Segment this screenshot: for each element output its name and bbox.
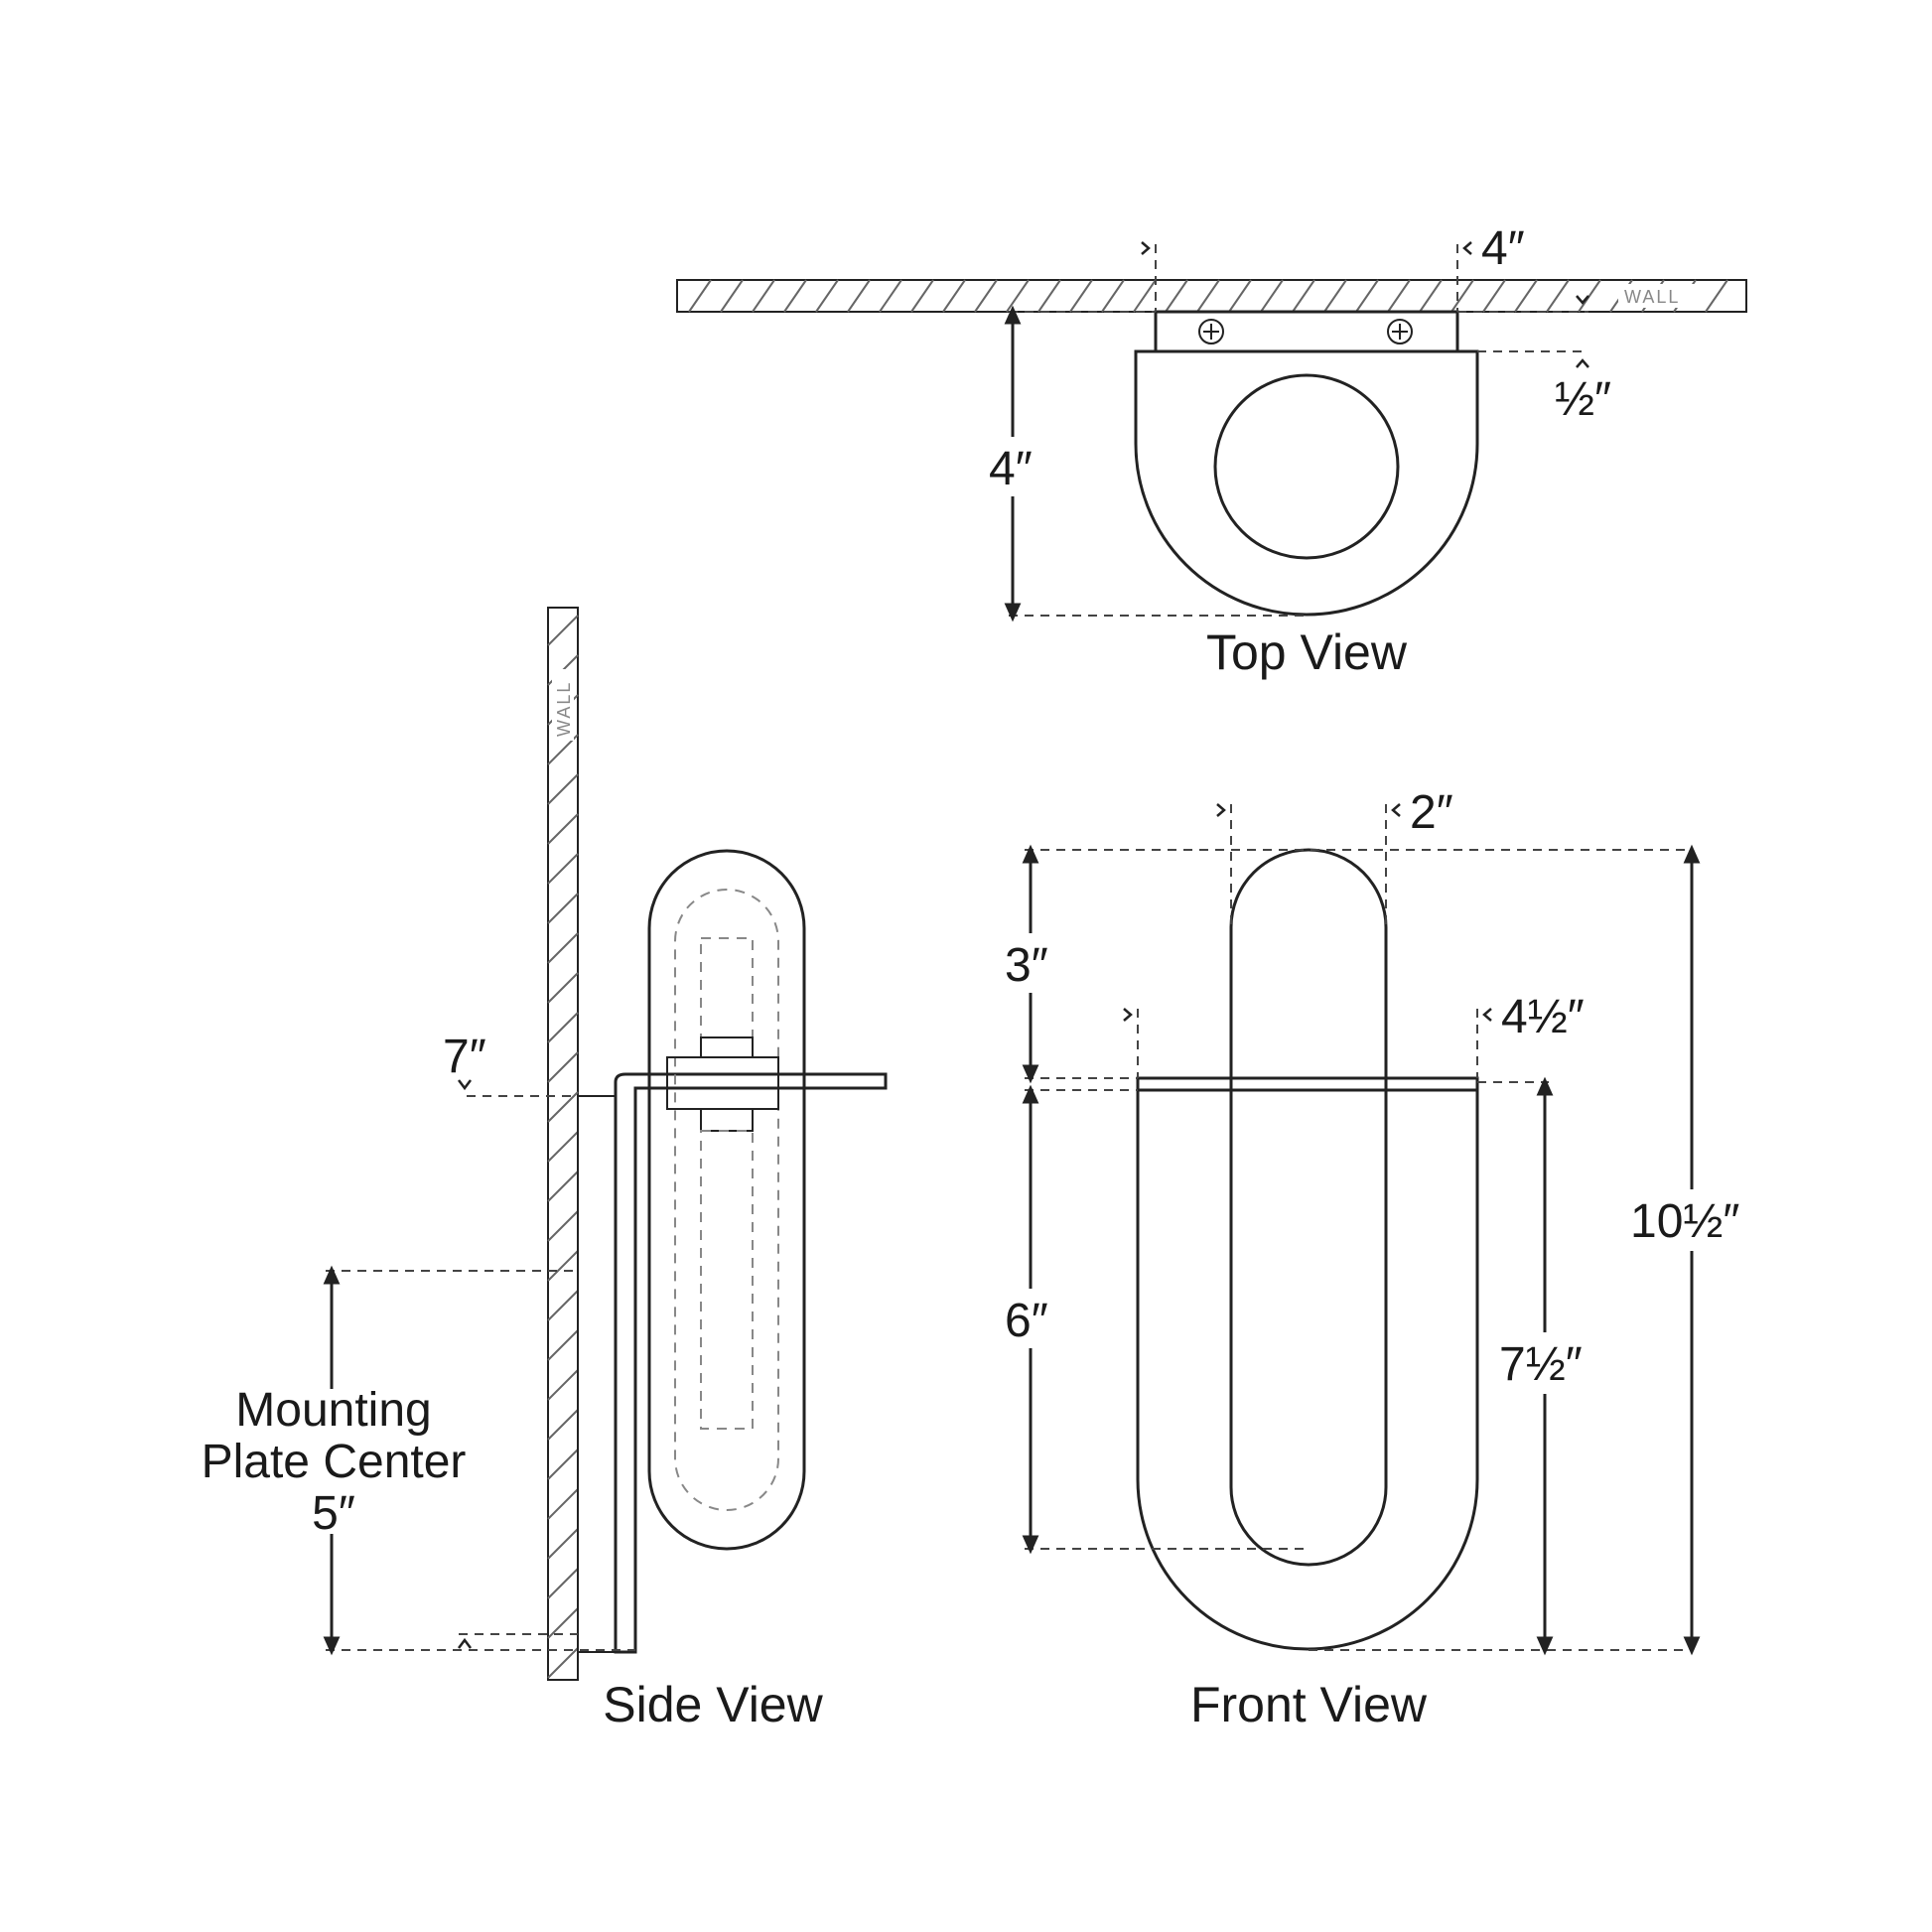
dim-front-lower-height: 7½″	[1497, 1076, 1596, 1656]
front-view-title: Front View	[1190, 1677, 1428, 1732]
dim-mounting-label-1: Mounting	[235, 1384, 431, 1437]
top-view: WALL 4″	[676, 222, 1747, 680]
side-mounting-plate	[577, 1095, 617, 1653]
front-inner-tube	[1229, 848, 1388, 1567]
dim-front-overall-height: 10½″	[1628, 844, 1753, 1656]
screw-icon	[1198, 319, 1224, 345]
screw-icon	[1387, 319, 1413, 345]
side-view-title: Side View	[603, 1677, 823, 1732]
dim-front-overall-height-label: 10½″	[1630, 1195, 1739, 1248]
dim-front-lower-height-label: 7½″	[1499, 1338, 1583, 1391]
dim-top-plate-width-label: 4″	[1481, 222, 1525, 275]
dim-top-plate-width: 4″	[1141, 222, 1525, 312]
dim-top-depth-label: 4″	[989, 443, 1033, 495]
dim-top-depth: 4″	[987, 305, 1307, 622]
top-mounting-plate	[1154, 310, 1459, 353]
front-view: 2″ 4½″ 3″ 6″	[1005, 786, 1753, 1732]
side-shade-outer	[647, 849, 806, 1551]
dim-side-arm-label: 7″	[443, 1031, 486, 1083]
dim-front-top-height: 3″	[1005, 844, 1064, 1084]
front-crossbar	[1136, 1076, 1479, 1092]
top-wall: WALL	[676, 279, 1747, 313]
side-shade-inner	[674, 889, 779, 1511]
dim-side-arm: 7″	[443, 1031, 578, 1097]
side-view: WALL 7″ Mou	[202, 607, 888, 1732]
dim-mounting-label-2: Plate Center	[202, 1436, 467, 1488]
side-arm	[614, 1072, 888, 1654]
dim-mounting-center: Mounting Plate Center 5″	[202, 1265, 635, 1656]
front-outer-u	[1136, 1090, 1479, 1651]
dim-mounting-value: 5″	[312, 1487, 355, 1540]
top-view-title: Top View	[1206, 624, 1408, 680]
dim-front-overall-width-label: 4½″	[1501, 991, 1585, 1043]
dim-front-inner-height: 6″	[1005, 1084, 1064, 1555]
dim-front-inner-height-label: 6″	[1005, 1295, 1048, 1347]
top-shade-outline	[1134, 349, 1479, 617]
dim-front-tube-width-label: 2″	[1410, 786, 1453, 839]
dim-front-top-height-label: 3″	[1005, 939, 1048, 992]
side-wall-label: WALL	[554, 681, 574, 737]
side-bulb-socket	[666, 937, 779, 1430]
top-wall-label: WALL	[1624, 287, 1680, 307]
side-wall: WALL	[547, 607, 579, 1681]
top-glass-circle	[1213, 373, 1400, 560]
dim-front-tube-width: 2″	[1216, 786, 1453, 927]
dim-top-plate-depth-label: ½″	[1555, 373, 1611, 426]
dim-top-plate-depth: ½″	[1457, 295, 1611, 426]
dim-front-overall-width: 4½″	[1123, 991, 1585, 1078]
